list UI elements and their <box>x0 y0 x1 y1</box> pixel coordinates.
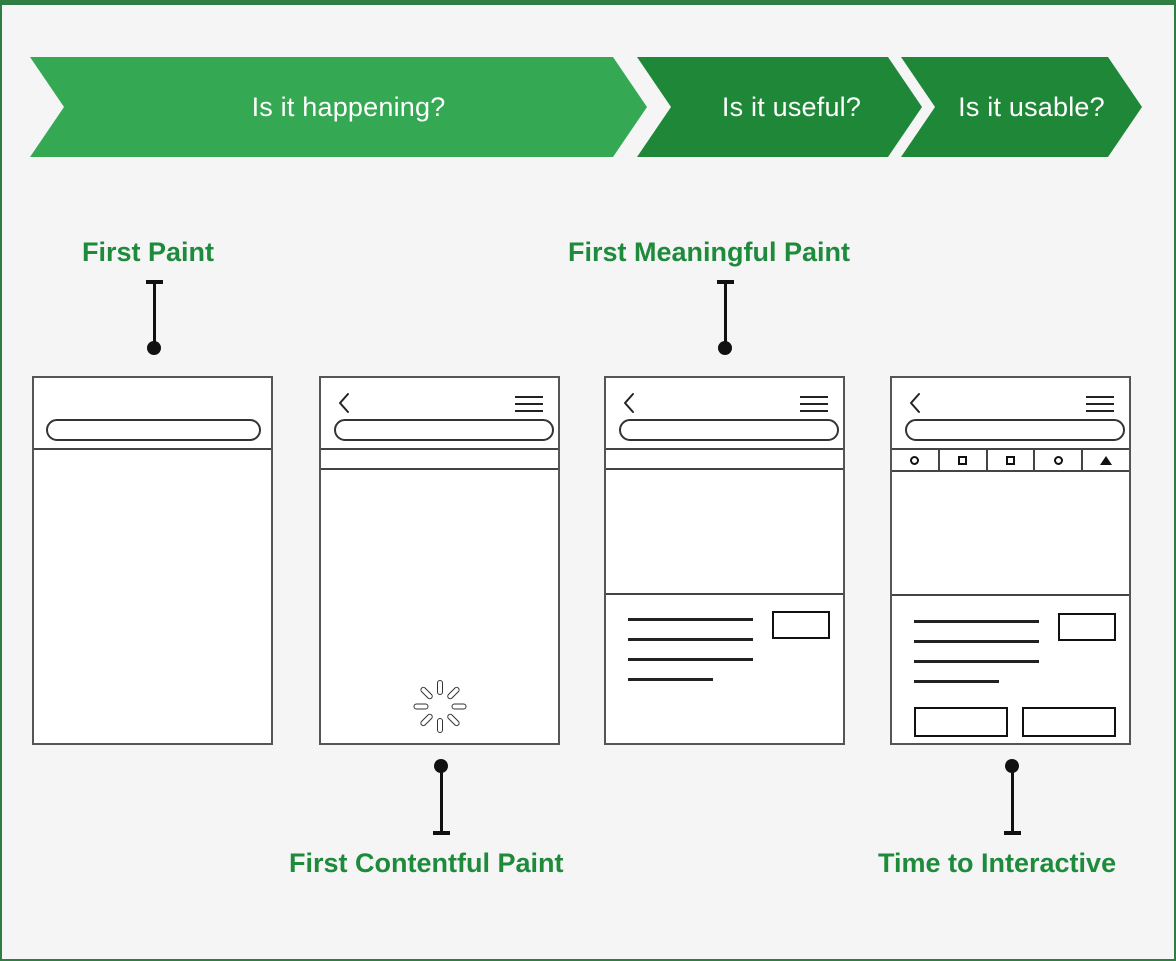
content-line <box>914 680 999 683</box>
hamburger-menu-icon[interactable] <box>800 396 828 414</box>
phone-body <box>892 472 1129 741</box>
content-line <box>628 638 753 641</box>
pointer-first-meaningful-paint <box>714 280 736 356</box>
phone-mockup-first-paint <box>32 376 273 745</box>
metric-label-first-contentful-paint: First Contentful Paint <box>289 848 564 878</box>
content-line <box>914 620 1039 623</box>
pointer-stem <box>1011 770 1014 831</box>
action-button-left[interactable] <box>914 707 1008 737</box>
pointer-cap <box>1004 831 1021 835</box>
pointer-stem <box>153 283 156 346</box>
back-chevron-icon[interactable] <box>908 392 922 414</box>
pointer-cap <box>717 280 734 284</box>
pointer-stem <box>440 770 443 831</box>
circle-icon <box>910 455 920 465</box>
hamburger-menu-icon[interactable] <box>515 396 543 414</box>
triangle-icon <box>1100 455 1113 465</box>
back-chevron-icon[interactable] <box>622 392 636 414</box>
pointer-dot <box>434 759 448 773</box>
thumbnail-box <box>772 611 830 639</box>
content-line <box>914 660 1039 663</box>
content-divider <box>606 593 843 595</box>
square-icon <box>958 455 968 465</box>
toolbar-item-square-2[interactable] <box>988 450 1036 470</box>
phone-mockup-time-to-interactive <box>890 376 1131 745</box>
thumbnail-box <box>1058 613 1116 641</box>
content-line <box>628 658 753 661</box>
phone-body <box>321 470 558 741</box>
spinner-blade <box>445 712 461 727</box>
circle-icon <box>1053 455 1063 465</box>
phase-chevron-label: Is it useful? <box>721 91 862 122</box>
toolbar-item-triangle[interactable] <box>1083 450 1129 470</box>
search-field-pill[interactable] <box>46 419 261 441</box>
metric-label-first-paint: First Paint <box>82 237 215 267</box>
pointer-dot <box>718 341 732 355</box>
phone-mockup-first-meaningful-paint <box>604 376 845 745</box>
pointer-cap <box>146 280 163 284</box>
spinner-blade <box>418 685 434 700</box>
action-button-right[interactable] <box>1022 707 1116 737</box>
phone-header <box>34 378 271 450</box>
hamburger-bar <box>1086 410 1114 412</box>
phone-header <box>606 378 843 450</box>
phase-chevron-label: Is it usable? <box>958 91 1105 122</box>
toolbar-item-circle-2[interactable] <box>1035 450 1084 470</box>
pointer-time-to-interactive <box>1001 759 1023 835</box>
phase-chevron-is-it-useful[interactable]: Is it useful? <box>637 57 922 157</box>
spinner-blade <box>413 703 428 709</box>
hamburger-bar <box>515 396 543 398</box>
phone-mockup-first-contentful-paint <box>319 376 560 745</box>
phase-chevron-label: Is it happening? <box>251 91 446 122</box>
phone-body <box>34 450 271 743</box>
phone-header <box>892 378 1129 450</box>
hamburger-bar <box>800 396 828 398</box>
spinner-blade <box>436 679 443 695</box>
pointer-stem <box>724 283 727 346</box>
phase-chevron-is-it-usable[interactable]: Is it usable? <box>901 57 1142 157</box>
spinner-blade <box>436 717 443 733</box>
content-line <box>628 618 753 621</box>
hamburger-bar <box>800 403 828 405</box>
metric-label-time-to-interactive: Time to Interactive <box>878 848 1117 878</box>
hamburger-bar <box>515 403 543 405</box>
spinner-blade <box>451 703 466 709</box>
back-chevron-icon[interactable] <box>337 392 351 414</box>
pointer-first-paint <box>143 280 165 356</box>
toolbar-item-circle[interactable] <box>892 450 940 470</box>
pointer-dot <box>1005 759 1019 773</box>
hamburger-bar <box>800 410 828 412</box>
hamburger-bar <box>1086 403 1114 405</box>
sub-toolbar-strip <box>606 450 843 470</box>
phone-header <box>321 378 558 450</box>
pointer-first-contentful-paint <box>430 759 452 835</box>
pointer-cap <box>433 831 450 835</box>
phase-chevron-is-it-happening[interactable]: Is it happening? <box>30 57 647 157</box>
search-field-pill[interactable] <box>334 419 554 441</box>
content-divider <box>892 594 1129 596</box>
pointer-dot <box>147 341 161 355</box>
search-field-pill[interactable] <box>619 419 839 441</box>
spinner-blade <box>418 712 434 727</box>
content-line <box>914 640 1039 643</box>
performance-phase-banner: Is it happening? Is it useful? Is it usa… <box>30 57 1142 157</box>
spinner-blade <box>445 685 461 700</box>
content-line <box>628 678 713 681</box>
icon-toolbar <box>892 450 1129 472</box>
hamburger-bar <box>515 410 543 412</box>
square-icon <box>1005 455 1015 465</box>
phone-body <box>606 470 843 741</box>
toolbar-item-square-1[interactable] <box>940 450 988 470</box>
hamburger-menu-icon[interactable] <box>1086 396 1114 414</box>
metric-label-first-meaningful-paint: First Meaningful Paint <box>568 237 851 267</box>
sub-toolbar-strip <box>321 450 558 470</box>
hamburger-bar <box>1086 396 1114 398</box>
search-field-pill[interactable] <box>905 419 1125 441</box>
loading-spinner-icon <box>413 679 466 733</box>
